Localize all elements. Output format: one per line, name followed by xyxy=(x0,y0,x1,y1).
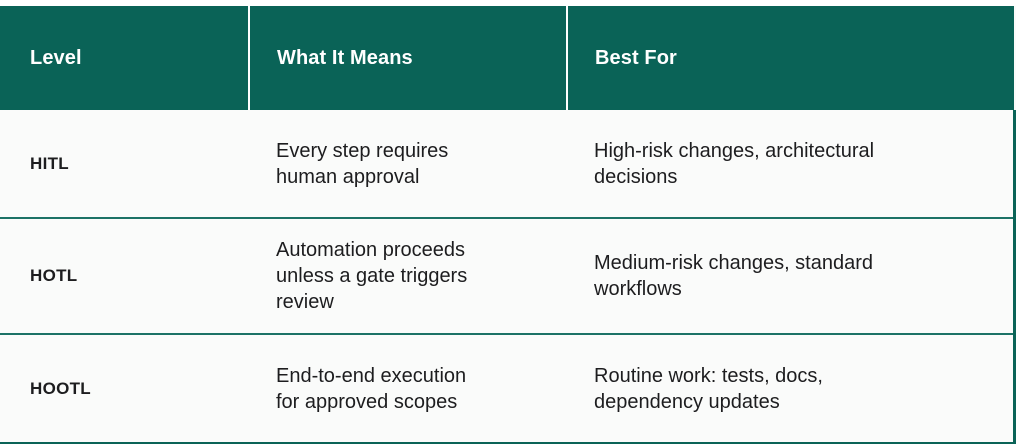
text-line: End-to-end execution xyxy=(276,364,467,387)
text-line: workflows xyxy=(594,278,682,300)
text-line: High-risk changes, architectural xyxy=(594,139,875,162)
cell-level: HOTL xyxy=(0,218,249,335)
text-line: review xyxy=(276,291,334,313)
cell-what-it-means: Every step requires human approval xyxy=(249,110,567,219)
table-row: HOTL Automation proceeds unless a gate t… xyxy=(0,218,1016,335)
cell-best-for: Routine work: tests, docs, dependency up… xyxy=(567,334,1016,444)
column-header-best-for: Best For xyxy=(566,6,1014,110)
table-body: HITL Every step requires human approval … xyxy=(0,110,1016,444)
text-line: for approved scopes xyxy=(276,390,458,413)
column-header-what-it-means: What It Means xyxy=(248,6,567,110)
autonomy-levels-table: Level What It Means Best For HITL Every … xyxy=(0,6,1016,444)
cell-level: HITL xyxy=(0,110,249,219)
text-line: dependency updates xyxy=(594,390,780,413)
header-row: Level What It Means Best For xyxy=(0,6,1014,110)
cell-what-it-means: End-to-end execution for approved scopes xyxy=(249,334,567,444)
text-line: Routine work: tests, docs, xyxy=(594,364,823,387)
text-line: decisions xyxy=(594,165,678,188)
text-line: human approval xyxy=(276,165,420,188)
cell-what-it-means: Automation proceeds unless a gate trigge… xyxy=(249,218,567,335)
column-header-level: Level xyxy=(0,6,249,110)
cell-best-for: Medium-risk changes, standard workflows xyxy=(567,218,1016,335)
table-header: Level What It Means Best For xyxy=(0,6,1014,110)
text-line: Medium-risk changes, standard xyxy=(594,252,874,274)
text-line: Automation proceeds xyxy=(276,239,466,261)
table-row: HOOTL End-to-end execution for approved … xyxy=(0,334,1016,444)
cell-level: HOOTL xyxy=(0,334,249,444)
text-line: Every step requires xyxy=(276,139,449,162)
table-row: HITL Every step requires human approval … xyxy=(0,110,1016,219)
text-line: unless a gate triggers xyxy=(276,265,468,287)
cell-best-for: High-risk changes, architectural decisio… xyxy=(567,110,1016,219)
